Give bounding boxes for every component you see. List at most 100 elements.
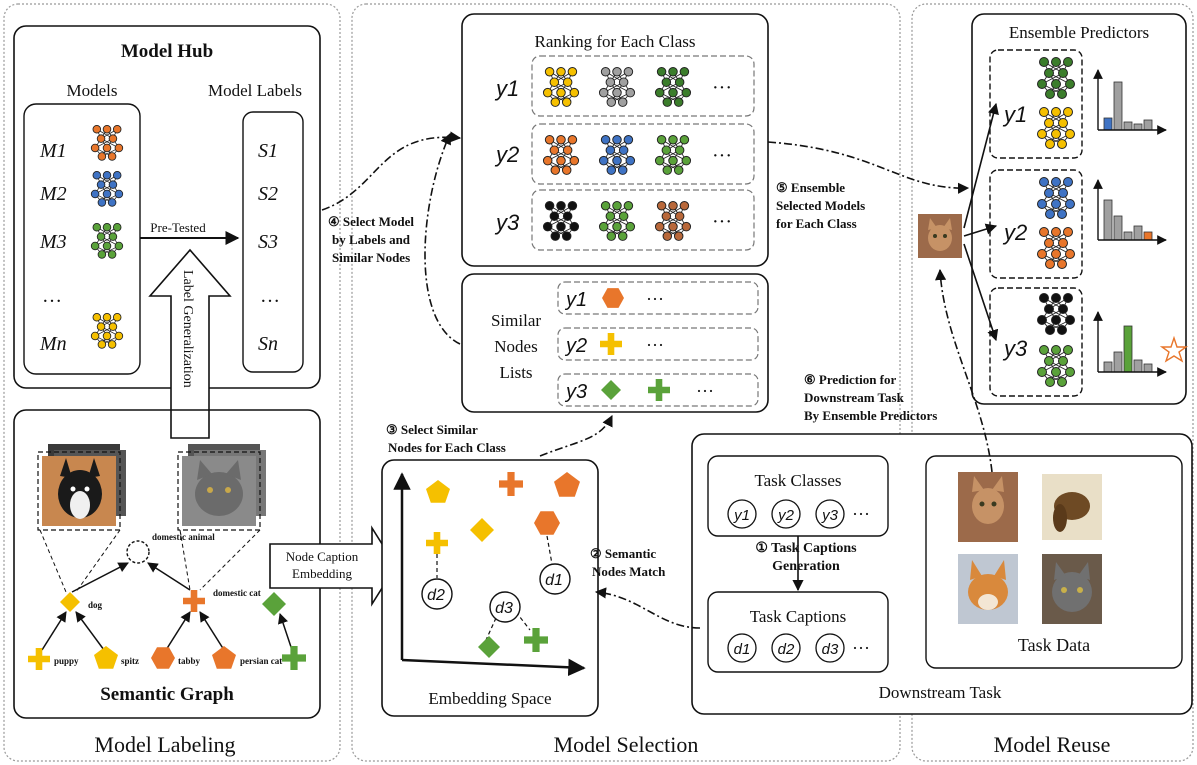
model-hub-title: Model Hub	[121, 41, 213, 62]
similar-y2-ellipsis: ···	[646, 335, 664, 355]
tabby-node	[151, 647, 175, 669]
task-captions-title: Task Captions	[750, 607, 847, 626]
similar-nodes-box: Similar Nodes Lists y1 y2 y3 ··· ··· ···	[461, 273, 769, 413]
input-cat-image	[918, 214, 962, 258]
step4-line3: Similar Nodes	[332, 250, 410, 265]
task-caption-d1: d1	[734, 641, 751, 658]
emb-point-d3	[489, 591, 521, 623]
label-ellipsis: …	[260, 285, 280, 307]
task-image-cat-gray	[1042, 554, 1102, 624]
task-data-title: Task Data	[1018, 635, 1090, 655]
task-caption-d2: d2	[778, 641, 795, 658]
task-class-y3: y3	[821, 507, 839, 524]
domestic-cat-node	[183, 590, 205, 612]
models-label: Models	[67, 81, 118, 100]
ensemble-y2: y2	[1002, 220, 1027, 245]
tabby-label: tabby	[178, 656, 201, 666]
embedding-space: Embedding Space d2 d1 d3	[381, 459, 599, 717]
downstream-title: Downstream Task	[879, 683, 1002, 702]
similar-y1-ellipsis: ···	[646, 289, 664, 309]
model-m1: M1	[39, 140, 67, 162]
step6-line2: Downstream Task	[804, 390, 905, 405]
emb-point-d1	[539, 563, 571, 595]
step6-line1: ⑥ Prediction for	[804, 372, 897, 387]
rank-y3-ellipsis: ···	[712, 211, 732, 233]
similar-y3: y3	[564, 381, 587, 403]
label-s2: S2	[258, 183, 278, 205]
label-sn: Sn	[258, 333, 278, 355]
label-generalization-text: Label Generalization	[180, 270, 195, 388]
ranking-y2: y2	[494, 142, 519, 167]
model-hub: Model Hub Models Model Labels M1 M2 M3 ……	[13, 25, 321, 389]
label-s1: S1	[258, 140, 278, 162]
node-caption-arrow: Node Caption Embedding	[269, 525, 397, 607]
task-captions-ellipsis: ···	[852, 638, 870, 658]
ensemble-y1: y1	[1002, 102, 1027, 127]
semantic-graph: Semantic Graph	[13, 409, 321, 719]
persian-cat-label: persian cat	[240, 656, 282, 666]
task-image-dog-brown	[1042, 474, 1102, 540]
model-m2: M2	[39, 183, 67, 205]
model-labels-label: Model Labels	[208, 81, 302, 100]
ensemble-title: Ensemble Predictors	[1009, 23, 1149, 42]
persian-cat-node	[212, 646, 236, 669]
dog-image	[37, 444, 126, 531]
emb-label-d2: d2	[427, 587, 445, 604]
section-selection-frame	[351, 3, 901, 762]
semantic-graph-title: Semantic Graph	[100, 684, 234, 705]
cat-image	[177, 444, 266, 531]
step5-line3: for Each Class	[776, 216, 857, 231]
ranking-y1: y1	[494, 76, 519, 101]
rank-y2-ellipsis: ···	[712, 145, 732, 167]
step6-line3: By Ensemble Predictors	[804, 408, 937, 423]
task-classes-ellipsis: ···	[852, 504, 870, 524]
ranking-title: Ranking for Each Class	[535, 32, 696, 51]
star-icon	[1159, 335, 1189, 363]
emb-label-d1: d1	[545, 572, 563, 589]
domestic-animal-node	[126, 540, 150, 564]
dog-label: dog	[88, 600, 103, 610]
ranking-y3: y3	[494, 210, 520, 235]
similar-y2: y2	[564, 335, 587, 357]
rank-y1-ellipsis: ···	[712, 77, 732, 99]
embedding-title: Embedding Space	[428, 689, 551, 708]
section-selection-title: Model Selection	[554, 732, 699, 757]
pretested-label: Pre-Tested	[150, 220, 206, 235]
section-labeling-frame	[3, 3, 341, 762]
section-labeling-title: Model Labeling	[94, 732, 235, 757]
ranking-box: Ranking for Each Class y1 y2 y3 ··· ··· …	[461, 13, 769, 267]
task-class-y1: y1	[733, 507, 750, 524]
task-image-cat	[958, 472, 1018, 542]
emb-point-d2	[421, 578, 453, 610]
emb-label-d3: d3	[495, 600, 513, 617]
downstream-task: Downstream Task Task Classes y1 y2 y3 ··…	[691, 433, 1193, 715]
task-class-y2: y2	[777, 507, 795, 524]
step5-line2: Selected Models	[776, 198, 865, 213]
step1-line2: Generation	[772, 559, 840, 574]
step5-line1: ⑤ Ensemble	[776, 180, 845, 195]
spitz-node	[94, 646, 118, 669]
green-cross-node	[282, 646, 306, 670]
domestic-cat-label: domestic cat	[213, 588, 261, 598]
step1-line1: ① Task Captions	[755, 541, 857, 556]
label-generalization-arrow: Label Generalization	[148, 248, 232, 439]
similar-title-2: Nodes	[494, 337, 537, 356]
spitz-label: spitz	[121, 656, 139, 666]
section-reuse-frame	[911, 3, 1194, 762]
domestic-animal-label: domestic animal	[152, 532, 215, 542]
node-caption-text-2: Embedding	[292, 566, 352, 581]
persian-parent-node	[262, 592, 286, 616]
node-caption-text-1: Node Caption	[286, 549, 359, 564]
step2-line2: Nodes Match	[592, 564, 666, 579]
similar-y3-ellipsis: ···	[696, 381, 714, 401]
similar-y1: y1	[564, 289, 587, 311]
ensemble-predictors: Ensemble Predictors y1 y2 y3	[971, 13, 1189, 405]
task-classes-title: Task Classes	[754, 471, 841, 490]
dog-node	[60, 592, 80, 612]
label-s3: S3	[258, 231, 278, 253]
similar-title-3: Lists	[499, 363, 532, 382]
task-image-dog-shiba	[958, 554, 1018, 624]
similar-title-1: Similar	[491, 311, 541, 330]
step4-line1: ④ Select Model	[328, 214, 414, 229]
puppy-label: puppy	[54, 656, 79, 666]
